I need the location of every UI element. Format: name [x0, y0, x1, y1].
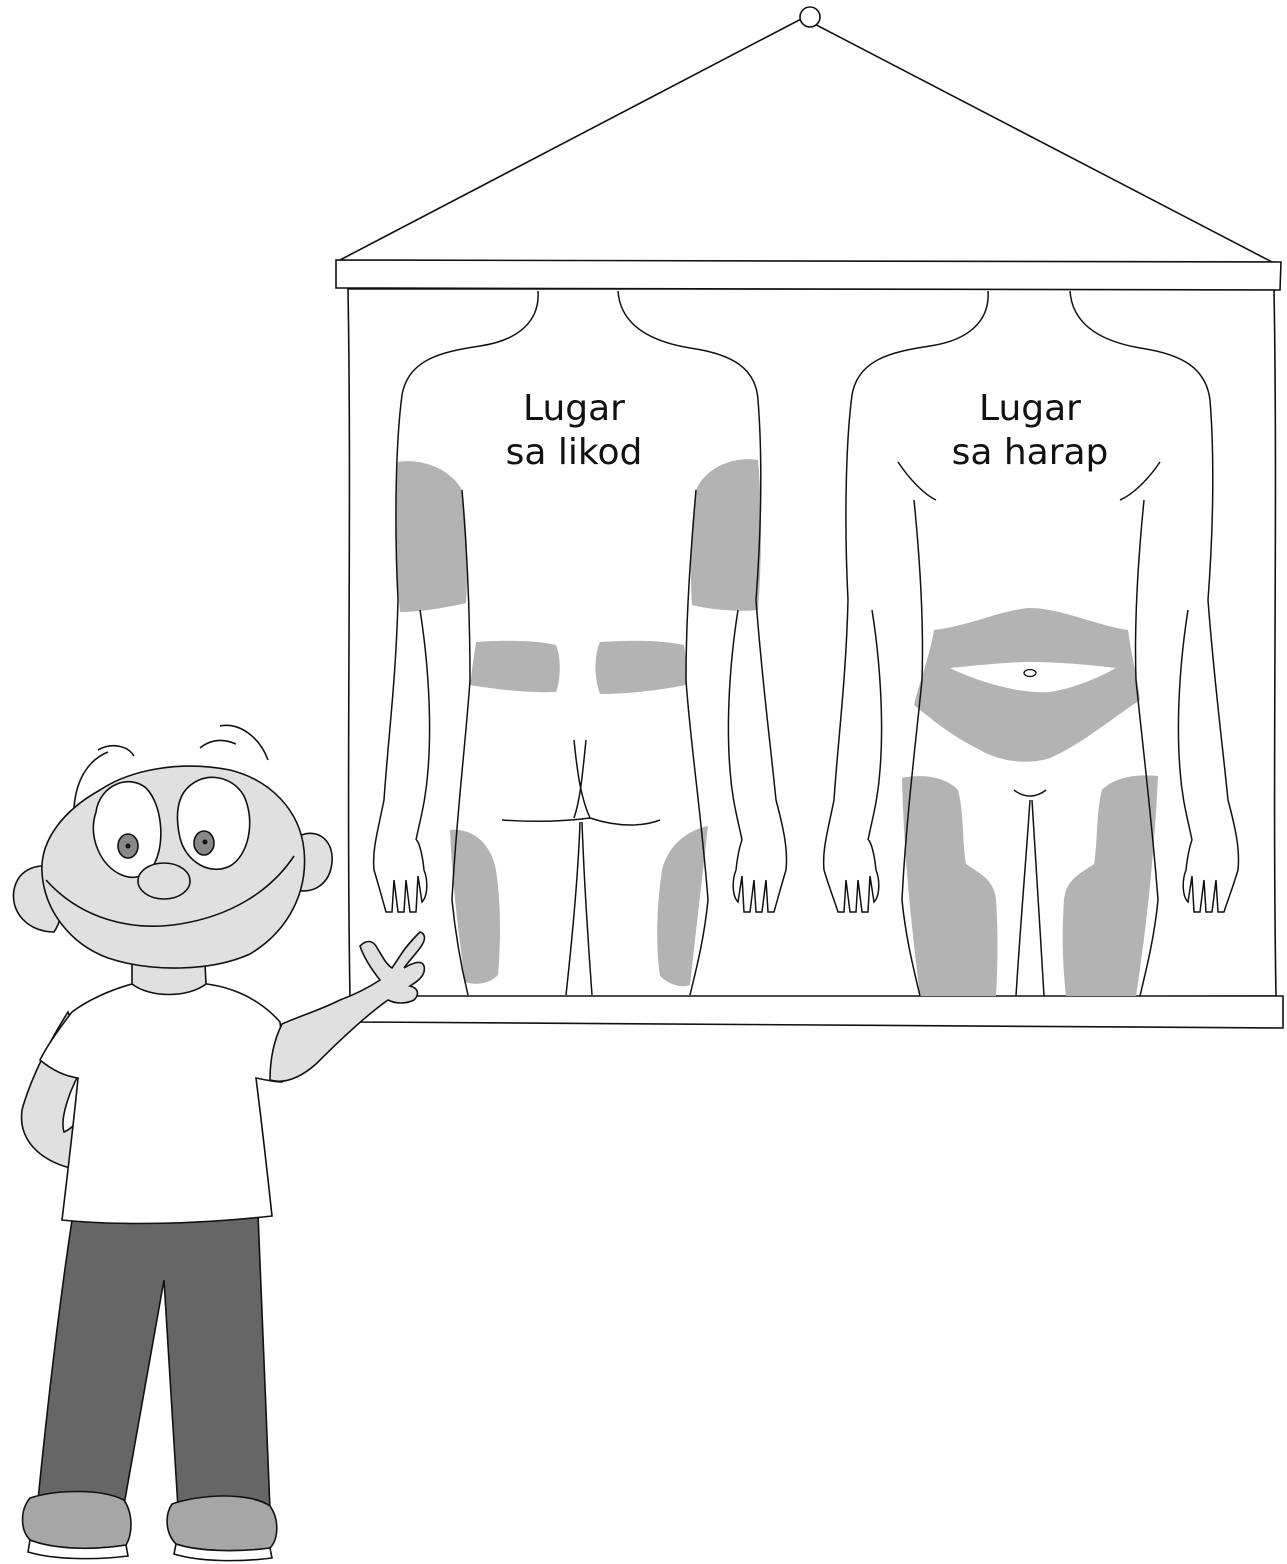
navel: [1024, 670, 1036, 677]
character-right-shoe: [167, 1496, 277, 1551]
character-right-pupil-dot: [203, 840, 208, 845]
character-shirt: [40, 982, 283, 1223]
nail-icon: [800, 7, 820, 27]
front-label-line2: sa harap: [952, 432, 1109, 473]
back-left-arm-zone: [396, 461, 468, 612]
character-pants: [38, 1214, 270, 1511]
back-right-arm-zone: [691, 459, 761, 611]
character-left-shoe: [23, 1492, 132, 1549]
poster-bottom-rod: [360, 996, 1283, 1028]
back-right-hip-zone: [596, 641, 687, 694]
hanging-cord: [340, 18, 1272, 262]
character-left-pupil-dot: [126, 844, 131, 849]
back-label-line2: sa likod: [506, 432, 643, 473]
back-label-line1: Lugar: [523, 388, 625, 429]
back-left-hip-zone: [470, 641, 560, 692]
front-label-line1: Lugar: [979, 388, 1081, 429]
character-nose: [138, 863, 190, 899]
poster-top-rod: [336, 260, 1281, 290]
character-right-eye: [177, 777, 249, 869]
